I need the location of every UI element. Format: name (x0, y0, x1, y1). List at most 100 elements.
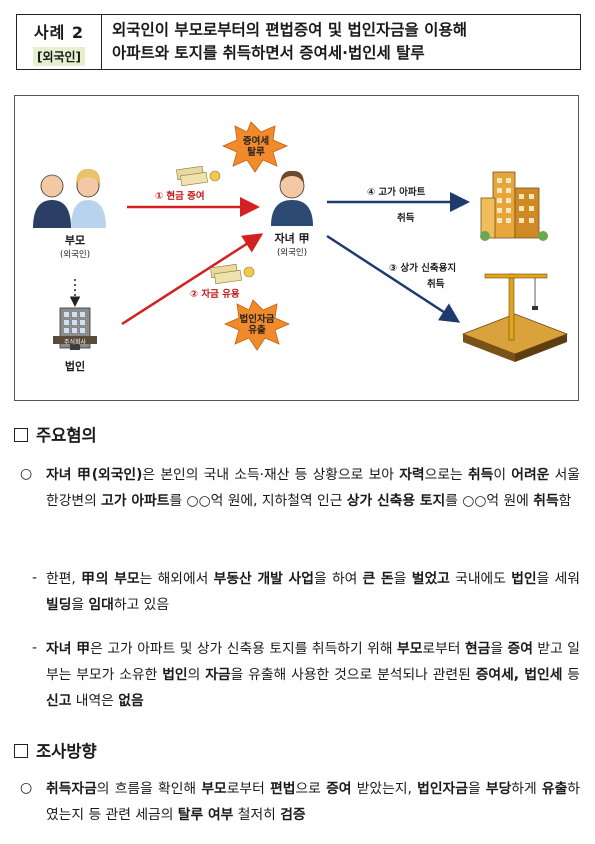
corp-fund-outflow-label: 법인자금 유출 (229, 308, 285, 342)
case-title-line-1: 외국인이 부모로부터의 편법증여 및 법인자금을 이용해 (112, 21, 467, 39)
apartment-building-icon (480, 171, 548, 241)
emphasis-text: 탈루 여부 (177, 807, 234, 823)
case-header: 사례 2 [외국인] 외국인이 부모로부터의 편법증여 및 법인자금을 이용해 … (16, 14, 581, 70)
emphasis-text: 자금 (205, 667, 231, 683)
cash-icon (176, 165, 221, 187)
text-run: 는 해외에서 (139, 571, 214, 587)
emphasis-text: 편법 (270, 781, 296, 797)
text-run: 를 ○○억 원에 (445, 493, 534, 509)
text-run: 이 (493, 467, 512, 483)
flow-label-cash-gift: ① 현금 증여 (155, 191, 205, 202)
child-label: 자녀 甲 (274, 232, 310, 245)
emphasis-text: 빌딩 (46, 597, 72, 613)
emphasis-text: 법인자금 (417, 781, 468, 797)
text-run: 함 (558, 493, 572, 509)
emphasis-text: 취득자금 (46, 781, 97, 797)
arrow-land (326, 234, 461, 323)
burst1-line2: 탈루 (247, 147, 265, 158)
circle-bullet-icon-2: ○ (20, 780, 33, 796)
square-bullet-icon-2 (14, 744, 28, 758)
text-run: 은 본인의 국내 소득·재산 등 상황으로 보아 (142, 467, 400, 483)
gift-tax-evasion-burst (221, 121, 289, 173)
emphasis-text: 부당 (485, 781, 512, 797)
emphasis-text: 자녀 甲(외국인) (46, 467, 143, 483)
flow-label-apartment-l1: ④ 고가 아파트 (367, 187, 426, 198)
text-run: 을 (71, 597, 89, 613)
section-direction-title: 조사방향 (36, 742, 97, 761)
emphasis-text: 취득 (467, 467, 494, 483)
emphasis-text: 법인 (511, 571, 537, 587)
corp-fund-outflow-burst (223, 299, 291, 351)
corporation-building-icon (53, 307, 97, 350)
emphasis-text: 현금 (464, 641, 491, 657)
text-run: 하고 있음 (113, 597, 170, 613)
emphasis-text: 신고 (46, 693, 72, 709)
text-run: 을 (467, 781, 486, 797)
text-run: 로부터 (422, 641, 465, 657)
construction-land-icon (461, 273, 569, 362)
flow-diagram: 증여세 탈루 법인자금 유출 ① 현금 증여 ② 자금 유용 ④ 고가 아파트 … (14, 95, 579, 401)
emphasis-text: 임대 (88, 597, 114, 613)
emphasis-text: 벌었고 (411, 571, 450, 587)
burst2-line2: 유출 (248, 325, 266, 336)
arrow-fund-misuse (121, 233, 264, 326)
text-run: 받고 일부는 부모가 소유한 (46, 641, 580, 683)
emphasis-text: 고가 아파트 (101, 493, 170, 509)
emphasis-text: 甲의 부모 (81, 571, 140, 587)
emphasis-text: 상가 신축용 토지 (346, 493, 446, 509)
case-tag: [외국인] (32, 46, 86, 66)
text-run: 으로 (295, 781, 327, 797)
dash-bullet-icon-2: - (32, 640, 38, 656)
burst1-line1: 증여세 (242, 136, 270, 147)
child-icon (271, 170, 313, 226)
section-allegations-heading: 주요혐의 (14, 422, 97, 446)
text-run: 국내에도 (449, 571, 512, 587)
flow-label-fund-misuse: ② 자금 유용 (190, 289, 240, 300)
flow-label-land-l1: ③ 상가 신축용지 (389, 263, 457, 274)
square-bullet-icon (14, 428, 28, 442)
emphasis-text: 증여 (326, 781, 352, 797)
section-direction-heading: 조사방향 (14, 738, 97, 762)
text-run: 하게 (511, 781, 542, 797)
direction-paragraph-1: 취득자금의 흐름을 확인해 부모로부터 편법으로 증여 받았는지, 법인자금을 … (46, 776, 580, 828)
case-title-line-2: 아파트와 토지를 취득하면서 증여세·법인세 탈루 (112, 44, 425, 62)
allegation-paragraph-2: 한편, 甲의 부모는 해외에서 부동산 개발 사업을 하여 큰 돈을 벌었고 국… (46, 566, 580, 618)
text-run: 을 세워 (536, 571, 580, 587)
text-run: 내역은 (71, 693, 119, 709)
emphasis-text: 검증 (280, 807, 306, 823)
child-sub-label: (외국인) (276, 248, 308, 258)
section-allegations-title: 주요혐의 (36, 426, 97, 445)
emphasis-text: 부모 (201, 781, 227, 797)
emphasis-text: 부동산 개발 사업 (213, 571, 314, 587)
burst2-line1: 법인자금 (239, 314, 275, 325)
emphasis-text: 없음 (118, 693, 144, 709)
allegation-paragraph-3: 자녀 甲은 고가 아파트 및 상가 신축용 토지를 취득하기 위해 부모로부터 … (46, 636, 580, 714)
text-run: 받았는지, (351, 781, 418, 797)
allegation-paragraph-1: 자녀 甲(외국인)은 본인의 국내 소득·재산 등 상황으로 보아 자력으로는 … (46, 462, 580, 514)
emphasis-text: 유출 (541, 781, 568, 797)
flow-arrows (33, 121, 569, 362)
parents-sub-label: (외국인) (59, 250, 91, 260)
case-title: 외국인이 부모로부터의 편법증여 및 법인자금을 이용해 아파트와 토지를 취득… (102, 15, 580, 69)
emphasis-text: 자녀 甲 (46, 641, 91, 657)
emphasis-text: 부모 (397, 641, 423, 657)
text-run: 을 (490, 641, 508, 657)
text-run: 을 (393, 571, 412, 587)
gift-tax-evasion-label: 증여세 탈루 (233, 130, 279, 164)
emphasis-text: 증여 (507, 641, 533, 657)
dash-bullet-icon: - (32, 570, 38, 586)
text-run: 하였는지 등 관련 세금의 (46, 781, 580, 823)
emphasis-text: 어려운 (511, 467, 550, 483)
corp-sign: 주식회사 (63, 339, 87, 346)
text-run: 은 고가 아파트 및 상가 신축용 토지를 취득하기 위해 (90, 641, 398, 657)
emphasis-text: 법인 (162, 667, 188, 683)
case-label: 사례 2 (33, 22, 85, 42)
parents-icon (33, 168, 106, 228)
text-run: 을 유출해 사용한 것으로 분석되나 관련된 (230, 667, 476, 683)
corp-label: 법인 (64, 360, 86, 373)
text-run: 의 (187, 667, 206, 683)
text-run: 한편, (46, 571, 82, 587)
emphasis-text: 증여세, 법인세 (475, 667, 563, 683)
emphasis-text: 취득 (533, 493, 559, 509)
emphasis-text: 자력 (399, 467, 425, 483)
